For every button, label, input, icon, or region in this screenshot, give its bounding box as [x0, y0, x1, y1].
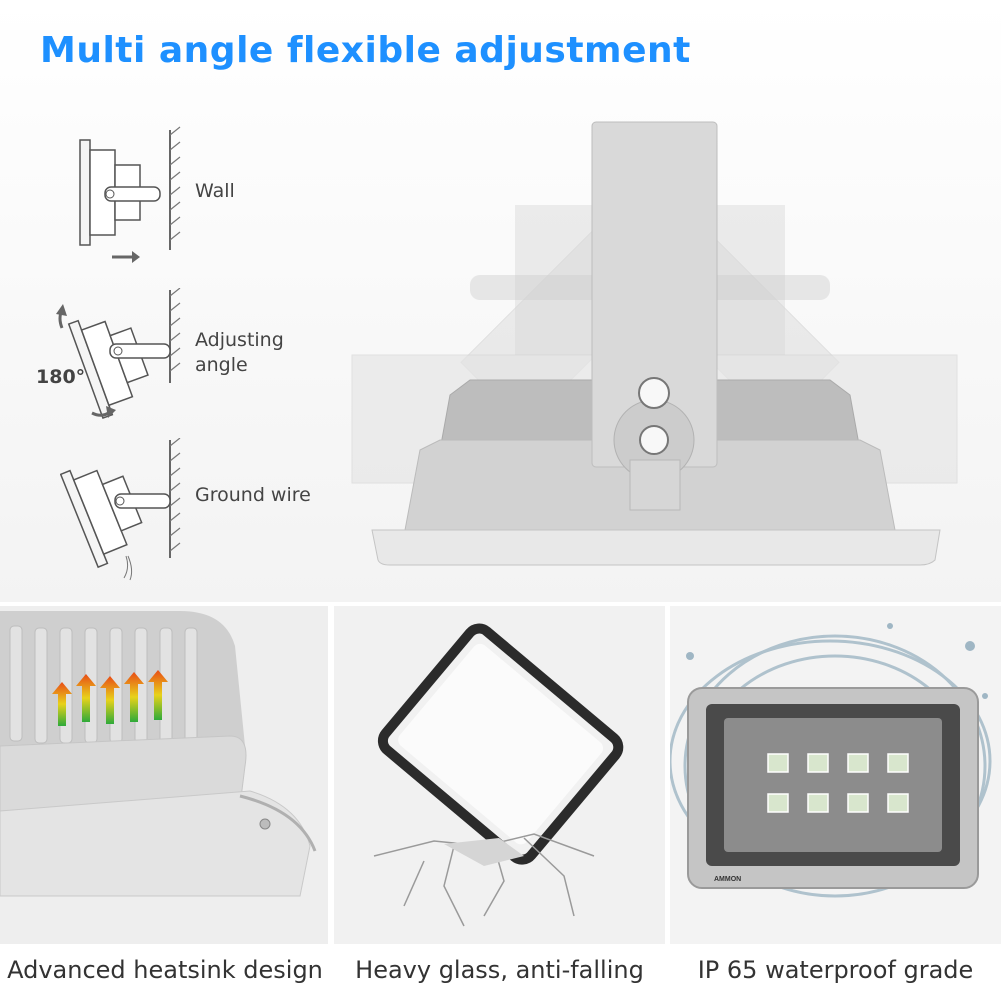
page-title: Multi angle flexible adjustment	[40, 30, 691, 71]
adjusting-label-line2: angle	[195, 354, 248, 376]
feature-caption-heatsink: Advanced heatsink design	[7, 956, 323, 984]
ground-mount-diagram	[60, 438, 181, 581]
glass-panel	[334, 606, 665, 944]
feature-caption-glass: Heavy glass, anti-falling	[355, 956, 644, 984]
wall-label: Wall	[195, 180, 235, 202]
adjusting-angle-diagram	[56, 288, 181, 420]
heatsink-panel	[0, 606, 328, 944]
wall-mount-diagram	[79, 126, 181, 263]
heat-arrows-icon	[52, 670, 168, 726]
ground-label: Ground wire	[195, 484, 311, 506]
brand-label: AMMON	[714, 876, 741, 883]
waterproof-panel: AMMON	[670, 606, 1001, 944]
adjusting-label-line1: Adjusting	[195, 329, 284, 351]
glass-panel-icon	[377, 623, 624, 865]
floodlight-rotation-illustration	[351, 121, 958, 566]
feature-caption-waterproof: IP 65 waterproof grade	[697, 956, 974, 984]
angle-value: 180°	[36, 366, 86, 388]
